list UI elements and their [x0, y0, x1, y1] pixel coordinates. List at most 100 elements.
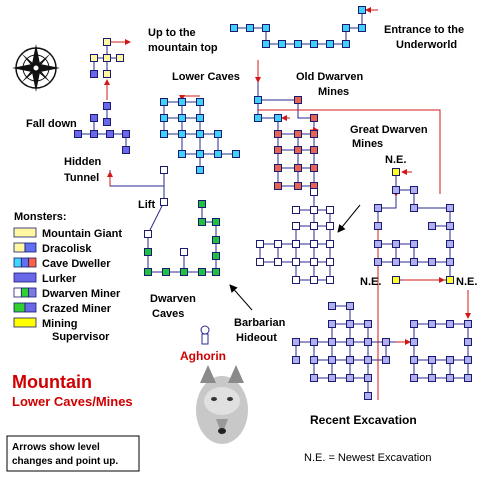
room-lurker [103, 118, 111, 126]
arrows-note-box [6, 435, 140, 472]
room-recent-excavation [464, 356, 472, 364]
label-fall-down: Fall down [26, 118, 77, 130]
room-new-excavation [374, 258, 382, 266]
map-corridor [109, 170, 165, 187]
room-old-mines [274, 164, 282, 172]
room-dwarven-caves [144, 268, 152, 276]
room-great-mines [310, 206, 318, 214]
room-new-excavation [446, 240, 454, 248]
room-cave-dweller [196, 98, 204, 106]
room-recent-excavation [428, 374, 436, 382]
legend-heading: Monsters: [14, 211, 67, 223]
room-recent-excavation [346, 320, 354, 328]
room-great-mines [274, 240, 282, 248]
room-old-mines [294, 130, 302, 138]
room-recent-excavation [328, 356, 336, 364]
label-up-to-mountain-1: Up to the [148, 27, 196, 39]
room-recent-excavation [446, 320, 454, 328]
room-recent-excavation [328, 338, 336, 346]
room-old-mines [274, 182, 282, 190]
room-great-mines [326, 222, 334, 230]
room-cave-dweller [214, 130, 222, 138]
legend-swatch [24, 302, 37, 313]
legend-swatch [13, 317, 37, 328]
room-old-mines [274, 130, 282, 138]
legend-swatch [20, 257, 30, 268]
room-recent-excavation [292, 338, 300, 346]
legend-swatch [13, 257, 22, 268]
room-dwarven-caves [144, 230, 152, 238]
legend-label: Mining [42, 318, 77, 330]
legend-swatch [13, 302, 26, 313]
label-lower-caves: Lower Caves [172, 71, 240, 83]
arrows-note-2: changes and point up. [12, 456, 118, 467]
legend-label: Cave Dweller [42, 258, 111, 270]
room-recent-excavation [346, 356, 354, 364]
label-ne-left: N.E. [360, 276, 381, 288]
room-mountain-path [103, 54, 111, 62]
room-great-mines [326, 240, 334, 248]
room-old-mines [294, 164, 302, 172]
legend-swatch [13, 287, 22, 298]
room-cave-dweller [196, 150, 204, 158]
room-old-mines [274, 114, 282, 122]
label-up-to-mountain-2: mountain top [148, 42, 218, 54]
room-recent-excavation [364, 392, 372, 400]
room-new-excavation [428, 258, 436, 266]
label-ne-right: N.E. [456, 276, 477, 288]
room-dwarven-caves [198, 268, 206, 276]
room-mining-supervisor [392, 276, 400, 284]
room-mining-supervisor [392, 168, 400, 176]
npc-figure-icon [200, 325, 210, 345]
label-dwarven-caves-1: Dwarven [150, 293, 196, 305]
room-recent-excavation [310, 356, 318, 364]
room-dwarven-caves [212, 268, 220, 276]
room-lurker [122, 146, 130, 154]
room-old-mines [310, 114, 318, 122]
room-mining-supervisor [446, 276, 454, 284]
room-mountain-path [103, 38, 111, 46]
room-great-mines [292, 240, 300, 248]
label-aghorin: Aghorin [180, 349, 226, 363]
room-cave-dweller [196, 114, 204, 122]
room-recent-excavation [292, 356, 300, 364]
room-dwarven-caves [212, 252, 220, 260]
room-entrance [358, 6, 366, 14]
room-great-mines [256, 258, 264, 266]
label-great-mines-1: Great Dwarven [350, 124, 428, 136]
room-recent-excavation [410, 320, 418, 328]
room-entrance [326, 40, 334, 48]
room-great-mines [310, 222, 318, 230]
room-entrance [246, 24, 254, 32]
room-great-mines [326, 206, 334, 214]
room-lurker [106, 130, 114, 138]
room-mountain-path [116, 54, 124, 62]
legend-label: Lurker [42, 273, 77, 285]
room-great-mines [310, 276, 318, 284]
room-link [254, 96, 262, 104]
room-recent-excavation [364, 374, 372, 382]
barbarian-hideout-pointer [229, 284, 253, 311]
room-recent-excavation [382, 356, 390, 364]
room-entrance [262, 24, 270, 32]
room-recent-excavation [410, 374, 418, 382]
label-barbarian-2: Hideout [236, 332, 277, 344]
compass-rose-icon [12, 44, 60, 92]
room-cave-dweller [178, 130, 186, 138]
room-recent-excavation [464, 338, 472, 346]
room-recent-excavation [410, 356, 418, 364]
legend-swatch [28, 257, 37, 268]
room-lurker [90, 114, 98, 122]
legend-swatch [13, 272, 37, 283]
label-great-mines-2: Mines [352, 138, 383, 150]
room-new-excavation [428, 222, 436, 230]
room-cave-dweller [214, 150, 222, 158]
label-recent-excavation: Recent Excavation [310, 413, 417, 427]
room-new-excavation [446, 222, 454, 230]
room-recent-excavation [428, 320, 436, 328]
room-entrance [294, 40, 302, 48]
label-lift: Lift [138, 199, 155, 211]
label-hidden-1: Hidden [64, 156, 102, 168]
map-corridor [413, 190, 451, 226]
